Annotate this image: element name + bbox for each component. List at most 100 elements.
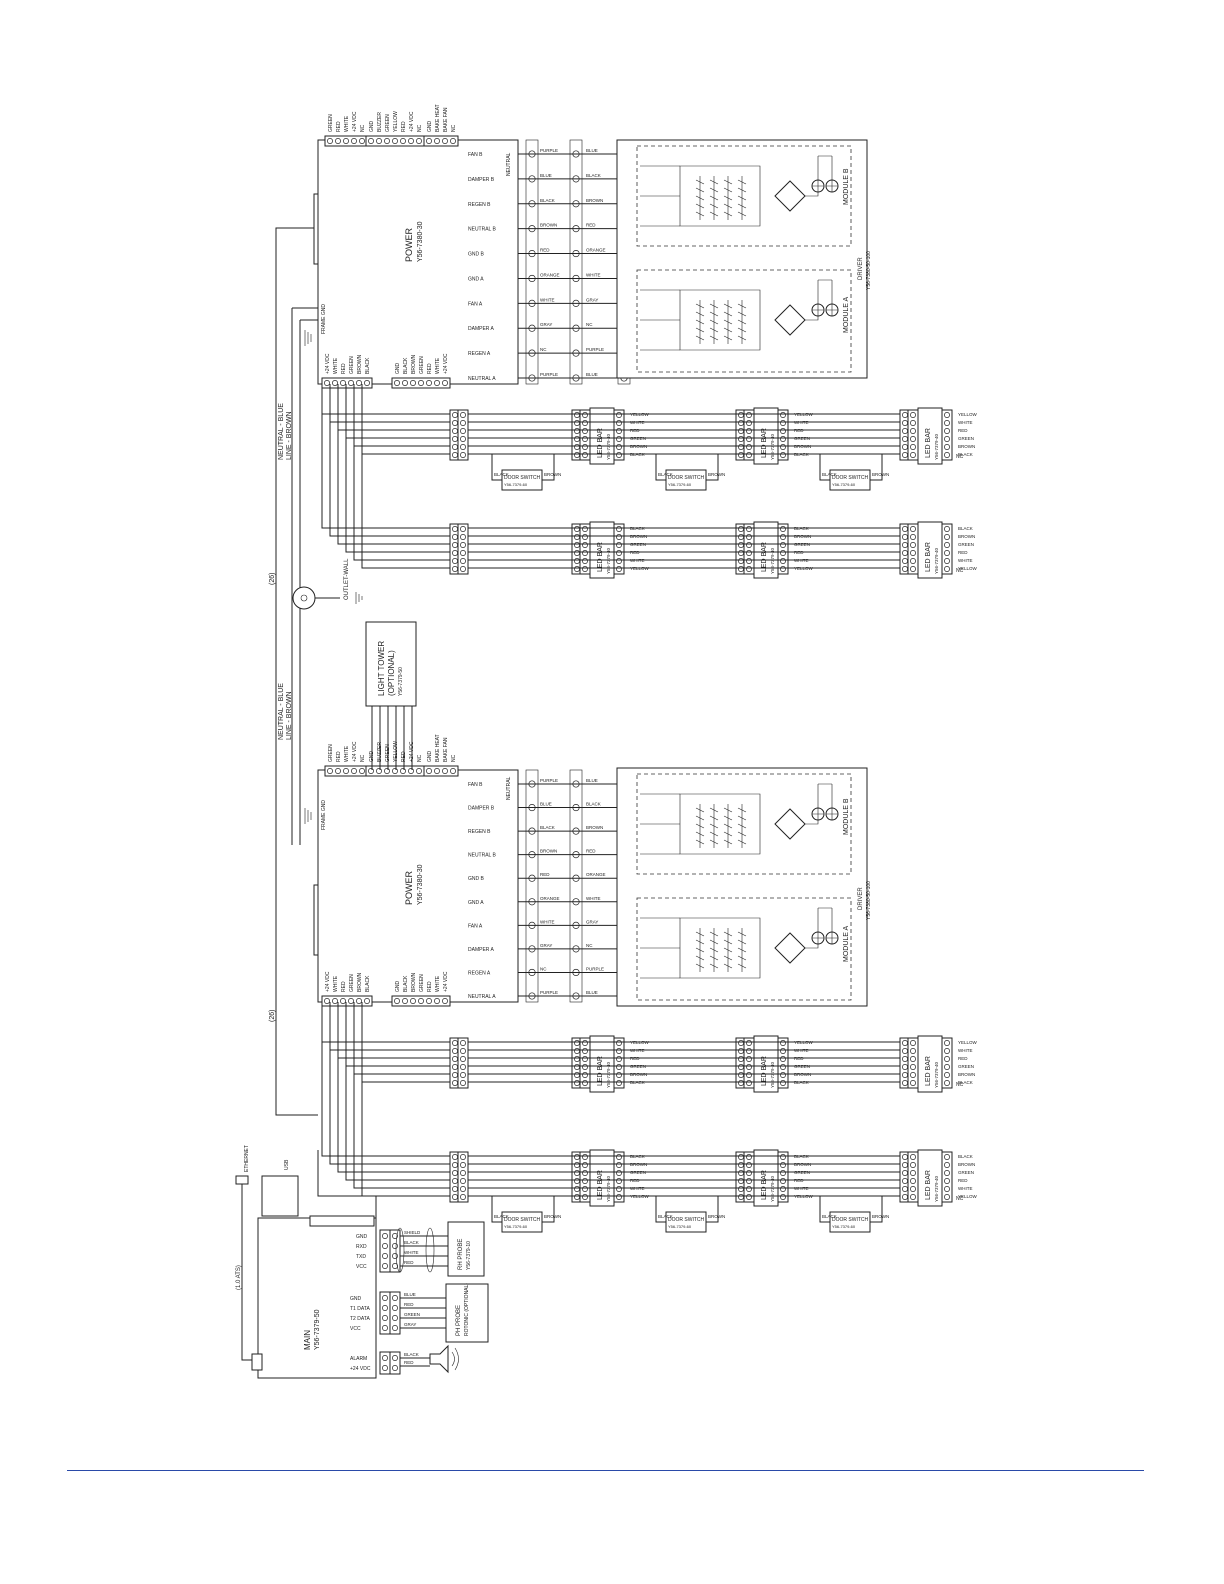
door-switch-title: DOOR SWITCH <box>504 475 540 481</box>
connector-pin <box>327 138 333 144</box>
power-bottom-pin-label: GREEN <box>419 974 425 992</box>
connector-pin <box>738 1072 744 1078</box>
wire-color-label: GRAY <box>540 322 552 327</box>
led-bar-title-group: LED BAR <box>761 1056 768 1086</box>
connector-pin <box>351 768 357 774</box>
connector-pin <box>780 526 786 532</box>
connector-pin <box>738 428 744 434</box>
connector-pin <box>574 566 580 572</box>
connector-pin <box>910 1064 916 1070</box>
led-bar-part-group: Y56-7379-40 <box>606 547 611 574</box>
upper-driver-label: DRIVER <box>858 257 864 280</box>
speaker-icon <box>429 1344 449 1374</box>
connector-pin <box>582 550 588 556</box>
power-right-pin-label: DAMPER A <box>468 947 495 953</box>
wire-color-label: PURPLE <box>540 990 558 995</box>
power-top-pin-label: BAKE FAN <box>443 107 449 132</box>
connector-pin <box>780 1194 786 1200</box>
power-bottom-pin-label: BROWN <box>411 972 417 992</box>
power-top-pin-label-group: +24 VDC <box>352 741 358 762</box>
terminal-strip <box>525 139 539 385</box>
coil-wind <box>737 311 747 317</box>
connector-pin <box>746 444 752 450</box>
connector-pin <box>910 550 916 556</box>
power-bottom-pin-label: GREEN <box>349 356 355 374</box>
door-switch-title: DOOR SWITCH <box>668 1217 704 1223</box>
connector-pin <box>400 138 406 144</box>
power-top-pin-label-group: RED <box>336 751 342 762</box>
wire-color-label: ORANGE <box>540 896 560 901</box>
ethernet-port <box>235 1175 249 1185</box>
wire-color-label: BLUE <box>586 372 598 377</box>
connector-pin <box>902 452 908 458</box>
connector-pin <box>944 428 950 434</box>
connector-pin <box>616 1186 622 1192</box>
connector-pin <box>738 1194 744 1200</box>
row-start-connector <box>457 523 469 575</box>
ethernet-label: ETHERNET <box>244 1145 250 1172</box>
connector-pin <box>902 558 908 564</box>
connector-pin <box>332 380 338 386</box>
connector-pin <box>392 1295 398 1301</box>
connector-pin <box>738 526 744 532</box>
connector-pin <box>944 1186 950 1192</box>
wire-color-label: BROWN <box>586 198 603 203</box>
led-wire-label: GREEN <box>958 1170 974 1175</box>
led-bar-out-connector <box>613 1037 625 1089</box>
coil-wind <box>695 319 705 325</box>
power-top-pin-label-group: WHITE <box>344 745 350 762</box>
connector-pin <box>392 1365 398 1371</box>
connector-pin <box>780 550 786 556</box>
connector-pin <box>382 1305 388 1311</box>
connector-pin <box>452 420 458 426</box>
connector-pin <box>902 1162 908 1168</box>
row-start-connector <box>457 409 469 461</box>
power-top-pin-label-group: NC <box>360 124 366 132</box>
power-right-pin-label: NEUTRAL B <box>468 227 497 233</box>
led-bar-title-group: LED BAR <box>597 1170 604 1200</box>
power-top-pin-label: NC <box>360 754 366 762</box>
power-bottom-pin-label: RED <box>427 981 433 992</box>
led-bar-part-group: Y56-7379-40 <box>934 433 939 460</box>
connector-pin <box>452 1080 458 1086</box>
feed-wire <box>337 384 452 545</box>
connector-pin <box>416 768 422 774</box>
alarm-pin-label: ALARM <box>350 1356 367 1362</box>
coil-wind <box>695 939 705 945</box>
power-bottom-pin-label: BLACK <box>403 975 409 992</box>
power-top-connector-3 <box>423 765 459 777</box>
power-bottom-pin-label-group: WHITE <box>333 975 339 992</box>
connector-pin <box>574 1186 580 1192</box>
feed-wire <box>337 1002 452 1173</box>
led-bar-part-group: Y56-7379-40 <box>606 1061 611 1088</box>
connector-pin <box>392 1243 398 1249</box>
led-wire-label: BLACK <box>958 1154 973 1159</box>
connector-pin <box>616 1162 622 1168</box>
connector-pin <box>780 534 786 540</box>
connector-pin <box>780 428 786 434</box>
power-right-pin-label: FAN B <box>468 782 483 788</box>
connector-pin <box>746 1072 752 1078</box>
led-bar-part: Y56-7379-40 <box>934 1061 939 1088</box>
power-bottom-pin-label-group: +24 VDC <box>443 971 449 992</box>
power-top-pin-label: RED <box>401 121 407 132</box>
rh-probe-box <box>447 1221 485 1277</box>
connector-pin <box>910 526 916 532</box>
connector-pin <box>746 1170 752 1176</box>
led-bar-part: Y56-7379-40 <box>770 433 775 460</box>
ph-wire-label: GRAY <box>404 1322 416 1327</box>
led-bar-title-group: LED BAR <box>925 542 932 572</box>
coil-wind <box>737 327 747 333</box>
power-bottom-pin-label: BLACK <box>365 357 371 374</box>
connector-pin <box>400 768 406 774</box>
power-bottom-pin-label-group: BLACK <box>365 357 371 374</box>
power-top-pin-label-group: RED <box>336 121 342 132</box>
led-wire-label: BLACK <box>958 452 973 457</box>
led-wire-label: YELLOW <box>958 1194 978 1199</box>
wire-color-label: BROWN <box>540 223 557 228</box>
power-bottom-pin-label-group: BLACK <box>403 975 409 992</box>
connector-pin <box>410 998 416 1004</box>
feed-wire <box>345 384 452 553</box>
coil-wind <box>723 807 733 813</box>
ph-wire-label: RED <box>404 1302 414 1307</box>
